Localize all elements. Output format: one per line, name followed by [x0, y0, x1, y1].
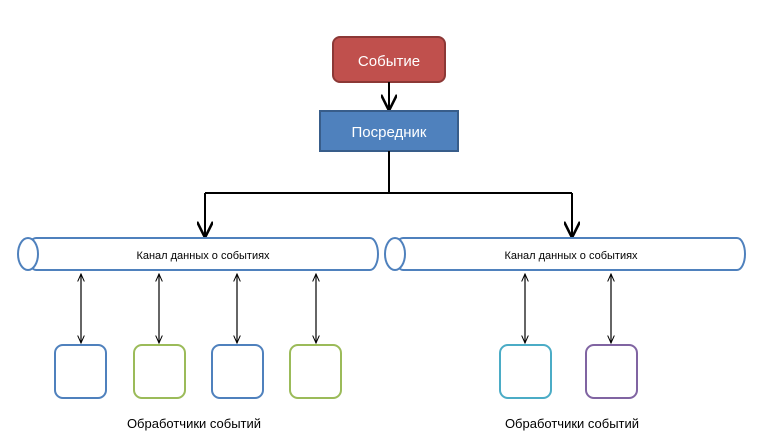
handlers-caption-1: Обработчики событий	[127, 416, 261, 431]
mediator-box	[319, 110, 459, 152]
event-channel-1	[17, 237, 379, 271]
mediator-label: Посредник	[352, 124, 427, 141]
handler-box-3	[211, 344, 264, 399]
mediator-to-channels-connector	[205, 151, 572, 236]
event-channel-2-label: Канал данных о событиях	[504, 250, 638, 262]
event-channel-1-label: Канал данных о событиях	[136, 250, 270, 262]
handler-box-2	[133, 344, 186, 399]
channel-handler-arrows	[81, 274, 611, 343]
handler-box-6	[585, 344, 638, 399]
handlers-caption-2: Обработчики событий	[505, 416, 639, 431]
handler-box-4	[289, 344, 342, 399]
handler-box-1	[54, 344, 107, 399]
event-label: Событие	[358, 53, 420, 70]
event-channel-2	[384, 237, 746, 271]
handler-box-5	[499, 344, 552, 399]
